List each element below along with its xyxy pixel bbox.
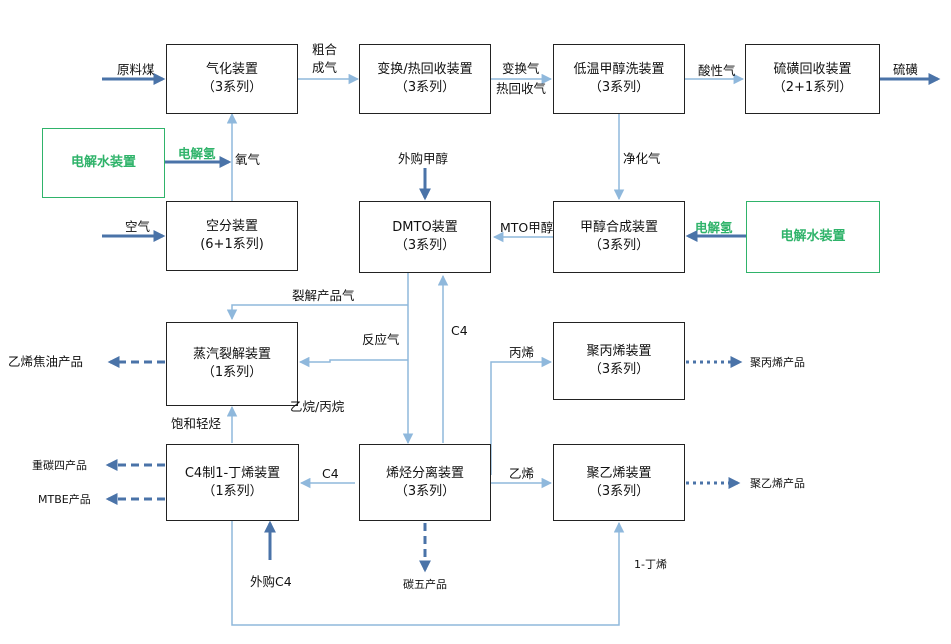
label-propylene: 丙烯 [509, 345, 535, 360]
sulfur-recovery-unit: 硫磺回收装置 （2+1系列） [745, 44, 880, 114]
unit-name: 电解水装置 [70, 155, 136, 170]
unit-series: （3系列） [394, 483, 456, 499]
label-cracked-gas: 裂解产品气 [292, 288, 355, 303]
unit-series: （3系列） [394, 238, 456, 253]
unit-series: (6+1系列) [200, 237, 264, 252]
label-crude-gas-1: 粗合 [312, 42, 338, 57]
olefin-separation-unit: 烯烃分离装置 （3系列） [359, 444, 491, 521]
label-pp-product: 聚丙烯产品 [750, 356, 805, 369]
label-purchased-c4: 外购C4 [250, 574, 292, 589]
unit-name: DMTO装置 [392, 220, 458, 235]
label-electrolytic-h2-left: 电解氢 [178, 146, 216, 161]
label-acid-gas: 酸性气 [698, 63, 736, 78]
label-saturated-light: 饱和轻烃 [171, 416, 222, 431]
methanol-synthesis-unit: 甲醇合成装置 （3系列） [553, 201, 685, 273]
unit-name: 电解水装置 [780, 229, 846, 244]
unit-name: 空分装置 [205, 219, 258, 234]
unit-series: （3系列） [588, 238, 650, 253]
label-pe-product: 聚乙烯产品 [750, 477, 805, 490]
label-reaction-gas: 反应气 [362, 332, 400, 347]
label-coal: 原料煤 [117, 62, 155, 77]
label-oxygen: 氧气 [235, 152, 261, 167]
steam-cracker-unit: 蒸汽裂解装置 （1系列） [166, 322, 298, 406]
label-butene1: 1-丁烯 [634, 558, 667, 571]
dmto-unit: DMTO装置 （3系列） [359, 201, 491, 273]
ethane-propane-line [298, 356, 408, 368]
label-ccl4: 重碳四产品 [32, 459, 87, 472]
unit-name: 硫磺回收装置 [773, 62, 852, 77]
label-c4-left: C4 [322, 466, 339, 481]
c4-to-butene-unit: C4制1-丁烯装置 （1系列） [166, 444, 299, 521]
label-mtbe: MTBE产品 [38, 493, 91, 506]
label-ethylene-tar: 乙烯焦油产品 [8, 354, 84, 369]
butene1-line [231, 521, 625, 626]
unit-series: （3系列） [201, 80, 263, 95]
unit-name: 蒸汽裂解装置 [192, 347, 271, 362]
rectisol-unit: 低温甲醇洗装置 （3系列） [553, 44, 685, 114]
unit-name: 甲醇合成装置 [579, 220, 658, 235]
label-heat-recovery: 热回收气 [496, 81, 547, 96]
unit-series: （3系列） [588, 80, 650, 95]
unit-series: （1系列） [202, 483, 263, 499]
unit-series: （3系列） [588, 362, 650, 377]
gasifier-unit: 气化装置 （3系列） [166, 44, 298, 114]
air-separation-unit: 空分装置 (6+1系列) [166, 201, 298, 271]
unit-series: （3系列） [588, 483, 650, 499]
label-ethylene: 乙烯 [509, 466, 535, 481]
label-electrolytic-h2-right: 电解氢 [695, 220, 733, 235]
label-ethane-propane: 乙烷/丙烷 [290, 399, 345, 414]
label-sulfur-product: 硫磺 [893, 62, 919, 77]
cracked-gas-line [226, 304, 408, 321]
unit-name: C4制1-丁烯装置 [184, 465, 281, 481]
propylene-line [490, 356, 553, 475]
label-c5-product: 碳五产品 [403, 578, 447, 591]
electrolysis-unit-left: 电解水装置 [42, 128, 165, 198]
electrolysis-unit-right: 电解水装置 [746, 201, 880, 273]
label-c4-up: C4 [451, 323, 468, 338]
polyethylene-unit: 聚乙烯装置 （3系列） [553, 444, 685, 521]
unit-name: 聚丙烯装置 [586, 344, 652, 359]
label-air: 空气 [125, 219, 151, 234]
shift-heat-recovery-unit: 变换/热回收装置 （3系列） [359, 44, 491, 114]
unit-series: （2+1系列） [772, 80, 853, 95]
unit-name: 聚乙烯装置 [586, 465, 652, 481]
unit-series: （1系列） [201, 365, 263, 380]
unit-name: 变换/热回收装置 [377, 62, 473, 77]
unit-name: 低温甲醇洗装置 [573, 62, 665, 77]
unit-series: （3系列） [394, 80, 456, 95]
label-crude-gas-2: 成气 [312, 60, 338, 75]
label-mto-methanol: MTO甲醇 [500, 220, 554, 235]
polypropylene-unit: 聚丙烯装置 （3系列） [553, 322, 685, 400]
label-clean-gas: 净化气 [623, 151, 661, 166]
label-shifted-gas: 变换气 [502, 61, 540, 76]
unit-name: 气化装置 [205, 62, 258, 77]
label-purchased-methanol: 外购甲醇 [398, 151, 449, 166]
unit-name: 烯烃分离装置 [385, 465, 464, 481]
